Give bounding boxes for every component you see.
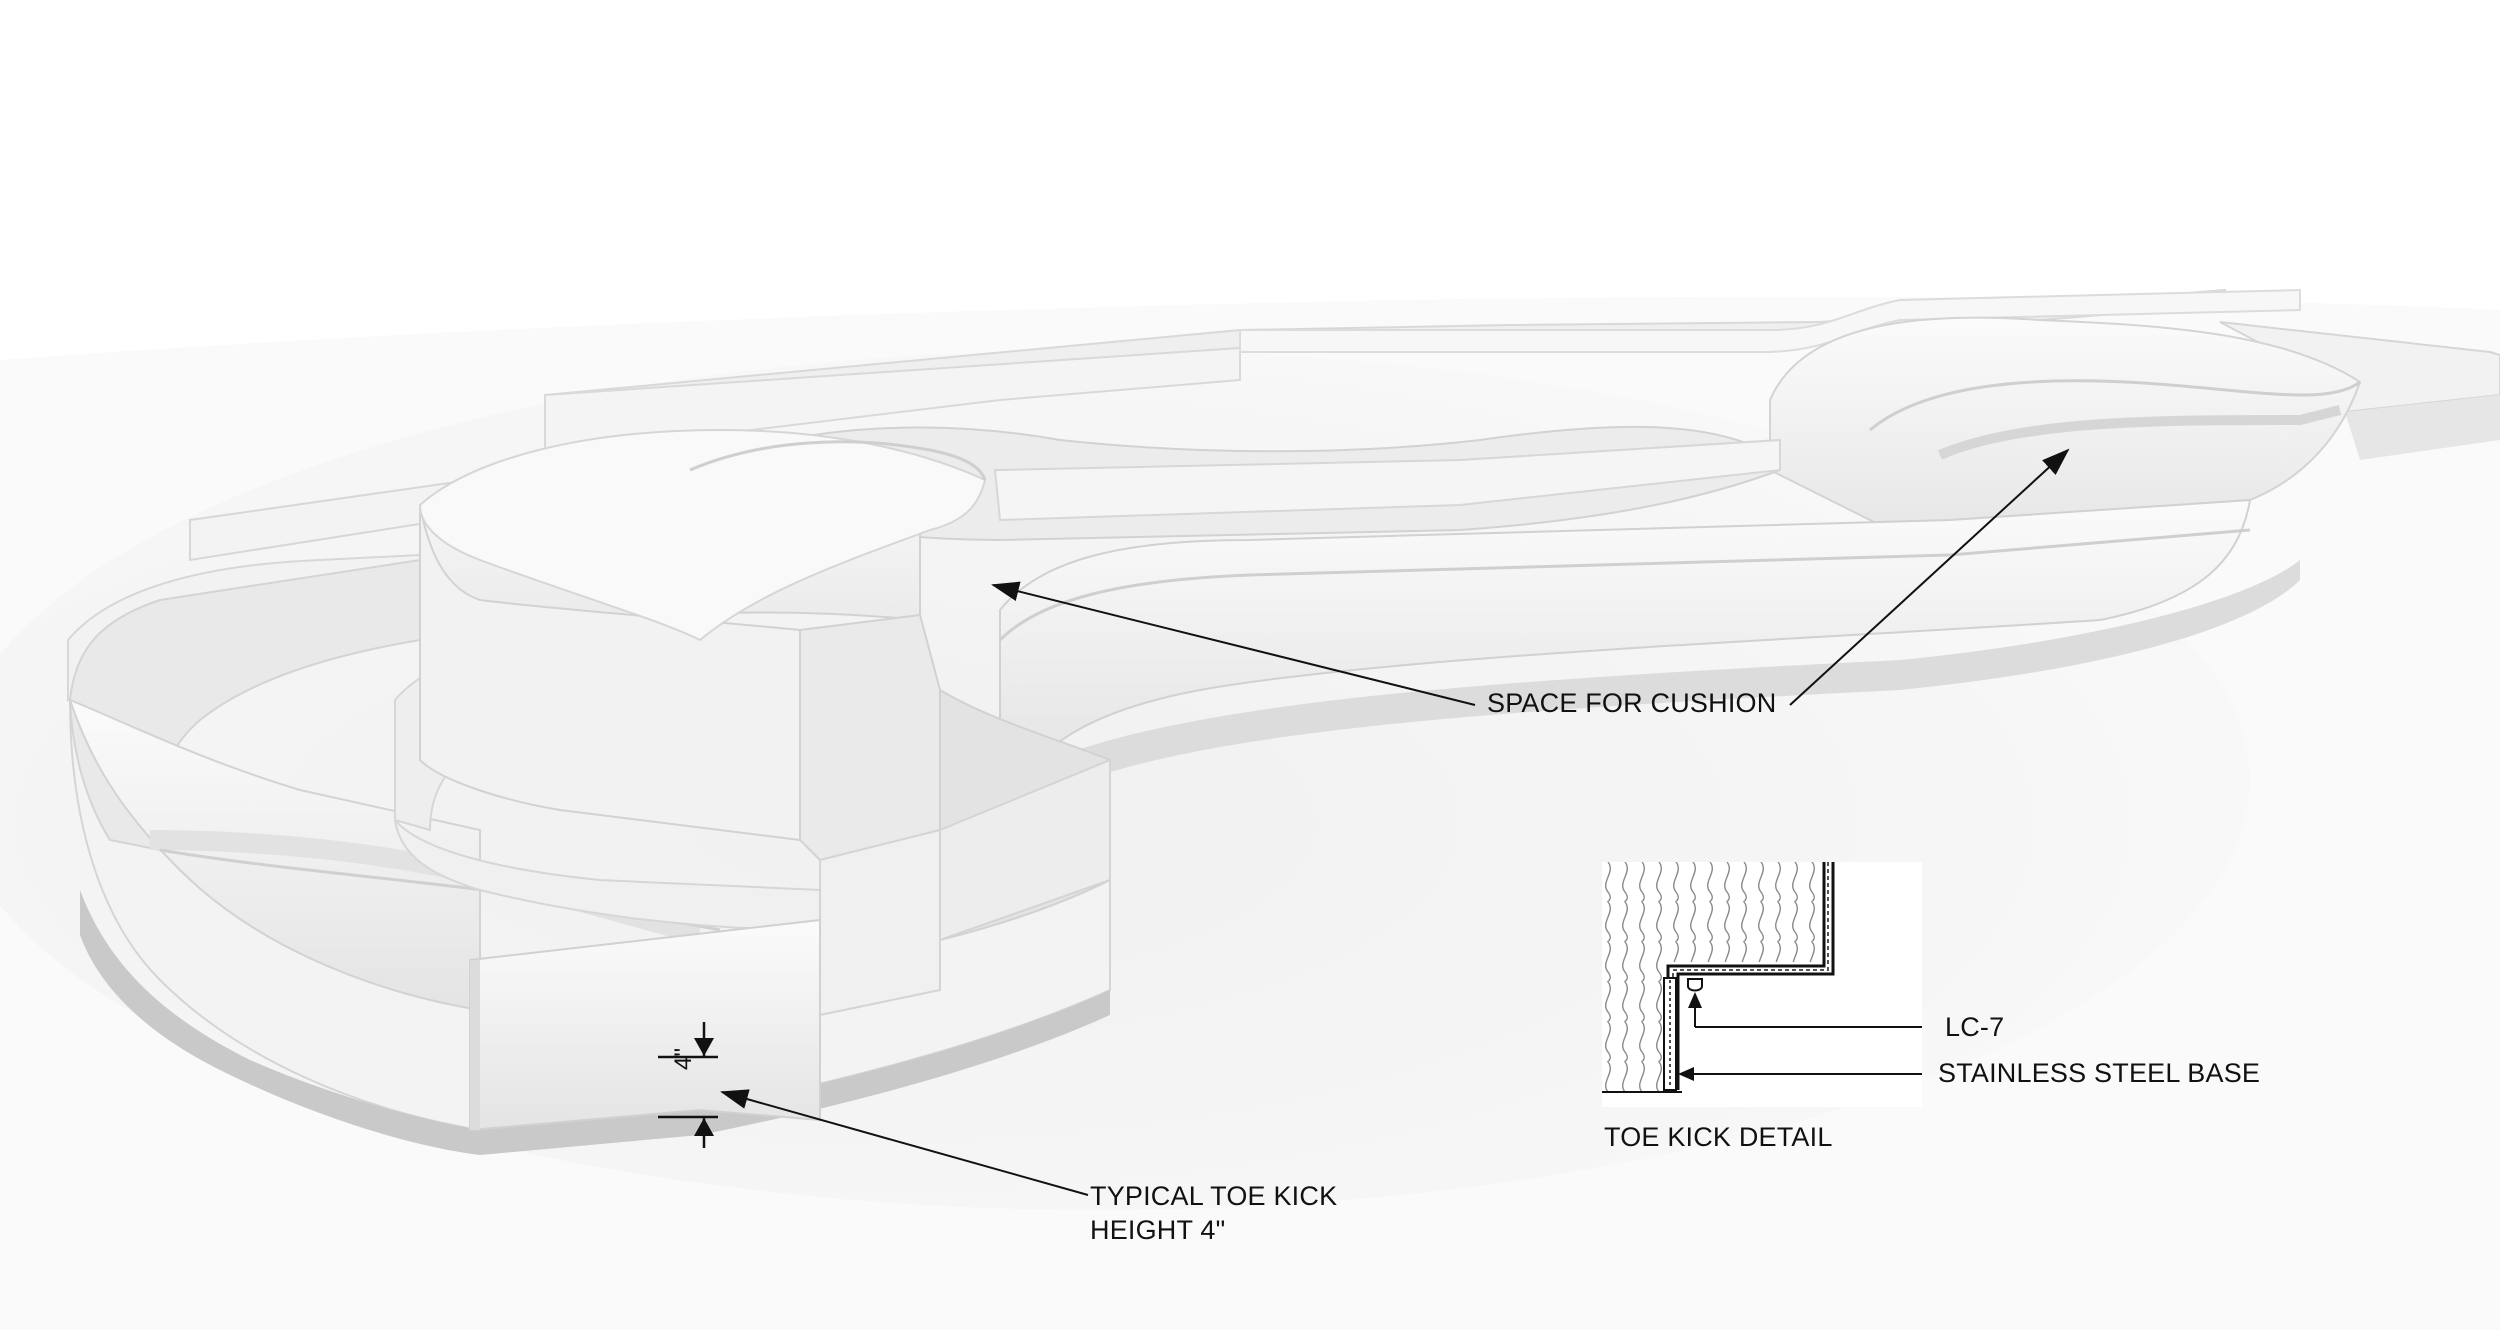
toe-kick-detail-title: TOE KICK DETAIL: [1604, 1122, 1833, 1152]
toe-kick-label-line2: HEIGHT 4": [1090, 1215, 1226, 1245]
right-curved-bench: [1769, 316, 2362, 562]
cushion-callout-leaders: [991, 448, 2070, 706]
cushion-leader-left: [991, 581, 1476, 706]
toe-kick-dimension: [658, 1022, 1089, 1196]
cushion-leader-right: [1789, 448, 2070, 706]
back-bench: [544, 288, 2500, 460]
stainless-base-label: STAINLESS STEEL BASE: [1938, 1058, 2261, 1088]
toe-kick-detail-drawing: [1602, 862, 1924, 1107]
toe-kick-leader: [720, 1089, 1089, 1196]
main-curved-bench: [68, 428, 1111, 1155]
dimension-label: 4": [670, 1047, 697, 1070]
toe-kick-label-line1: TYPICAL TOE KICK: [1090, 1181, 1338, 1211]
space-for-cushion-label: SPACE FOR CUSHION: [1487, 688, 1777, 718]
lc7-label: LC-7: [1945, 1012, 2005, 1042]
